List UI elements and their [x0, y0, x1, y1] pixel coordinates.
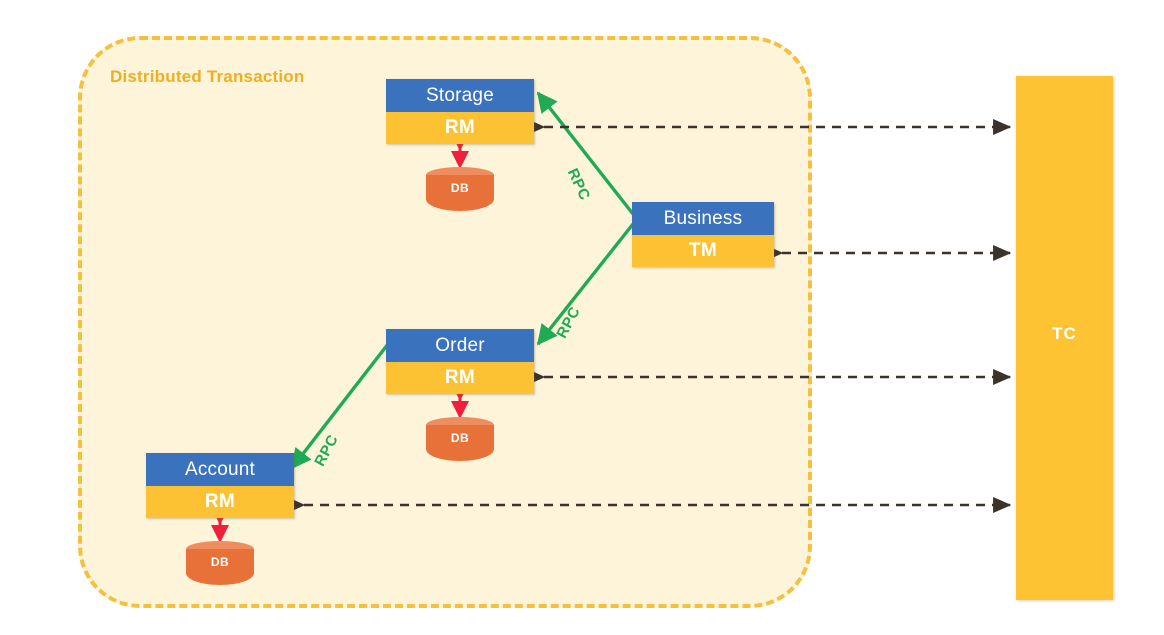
service-role-storage: RM	[386, 112, 534, 144]
service-role-business: TM	[632, 235, 774, 267]
service-role-account: RM	[146, 486, 294, 518]
service-box-storage[interactable]: Storage RM	[386, 79, 534, 144]
distributed-transaction-label: Distributed Transaction	[110, 67, 305, 86]
database-label-storage: DB	[450, 181, 470, 195]
database-label-account: DB	[210, 555, 230, 569]
service-name-business: Business	[632, 202, 774, 235]
database-cylinder-order: DB	[426, 417, 494, 465]
database-icon-body	[186, 549, 254, 585]
service-box-business[interactable]: Business TM	[632, 202, 774, 267]
database-icon-body	[426, 175, 494, 211]
database-label-order: DB	[450, 431, 470, 445]
service-role-order: RM	[386, 362, 534, 394]
database-cylinder-storage: DB	[426, 167, 494, 215]
service-name-storage: Storage	[386, 79, 534, 112]
database-icon-body	[426, 425, 494, 461]
service-box-account[interactable]: Account RM	[146, 453, 294, 518]
database-cylinder-account: DB	[186, 541, 254, 589]
transaction-coordinator-label: TC	[1052, 324, 1077, 343]
service-name-account: Account	[146, 453, 294, 486]
transaction-coordinator-bar[interactable]	[1016, 76, 1113, 600]
service-box-order[interactable]: Order RM	[386, 329, 534, 394]
service-name-order: Order	[386, 329, 534, 362]
